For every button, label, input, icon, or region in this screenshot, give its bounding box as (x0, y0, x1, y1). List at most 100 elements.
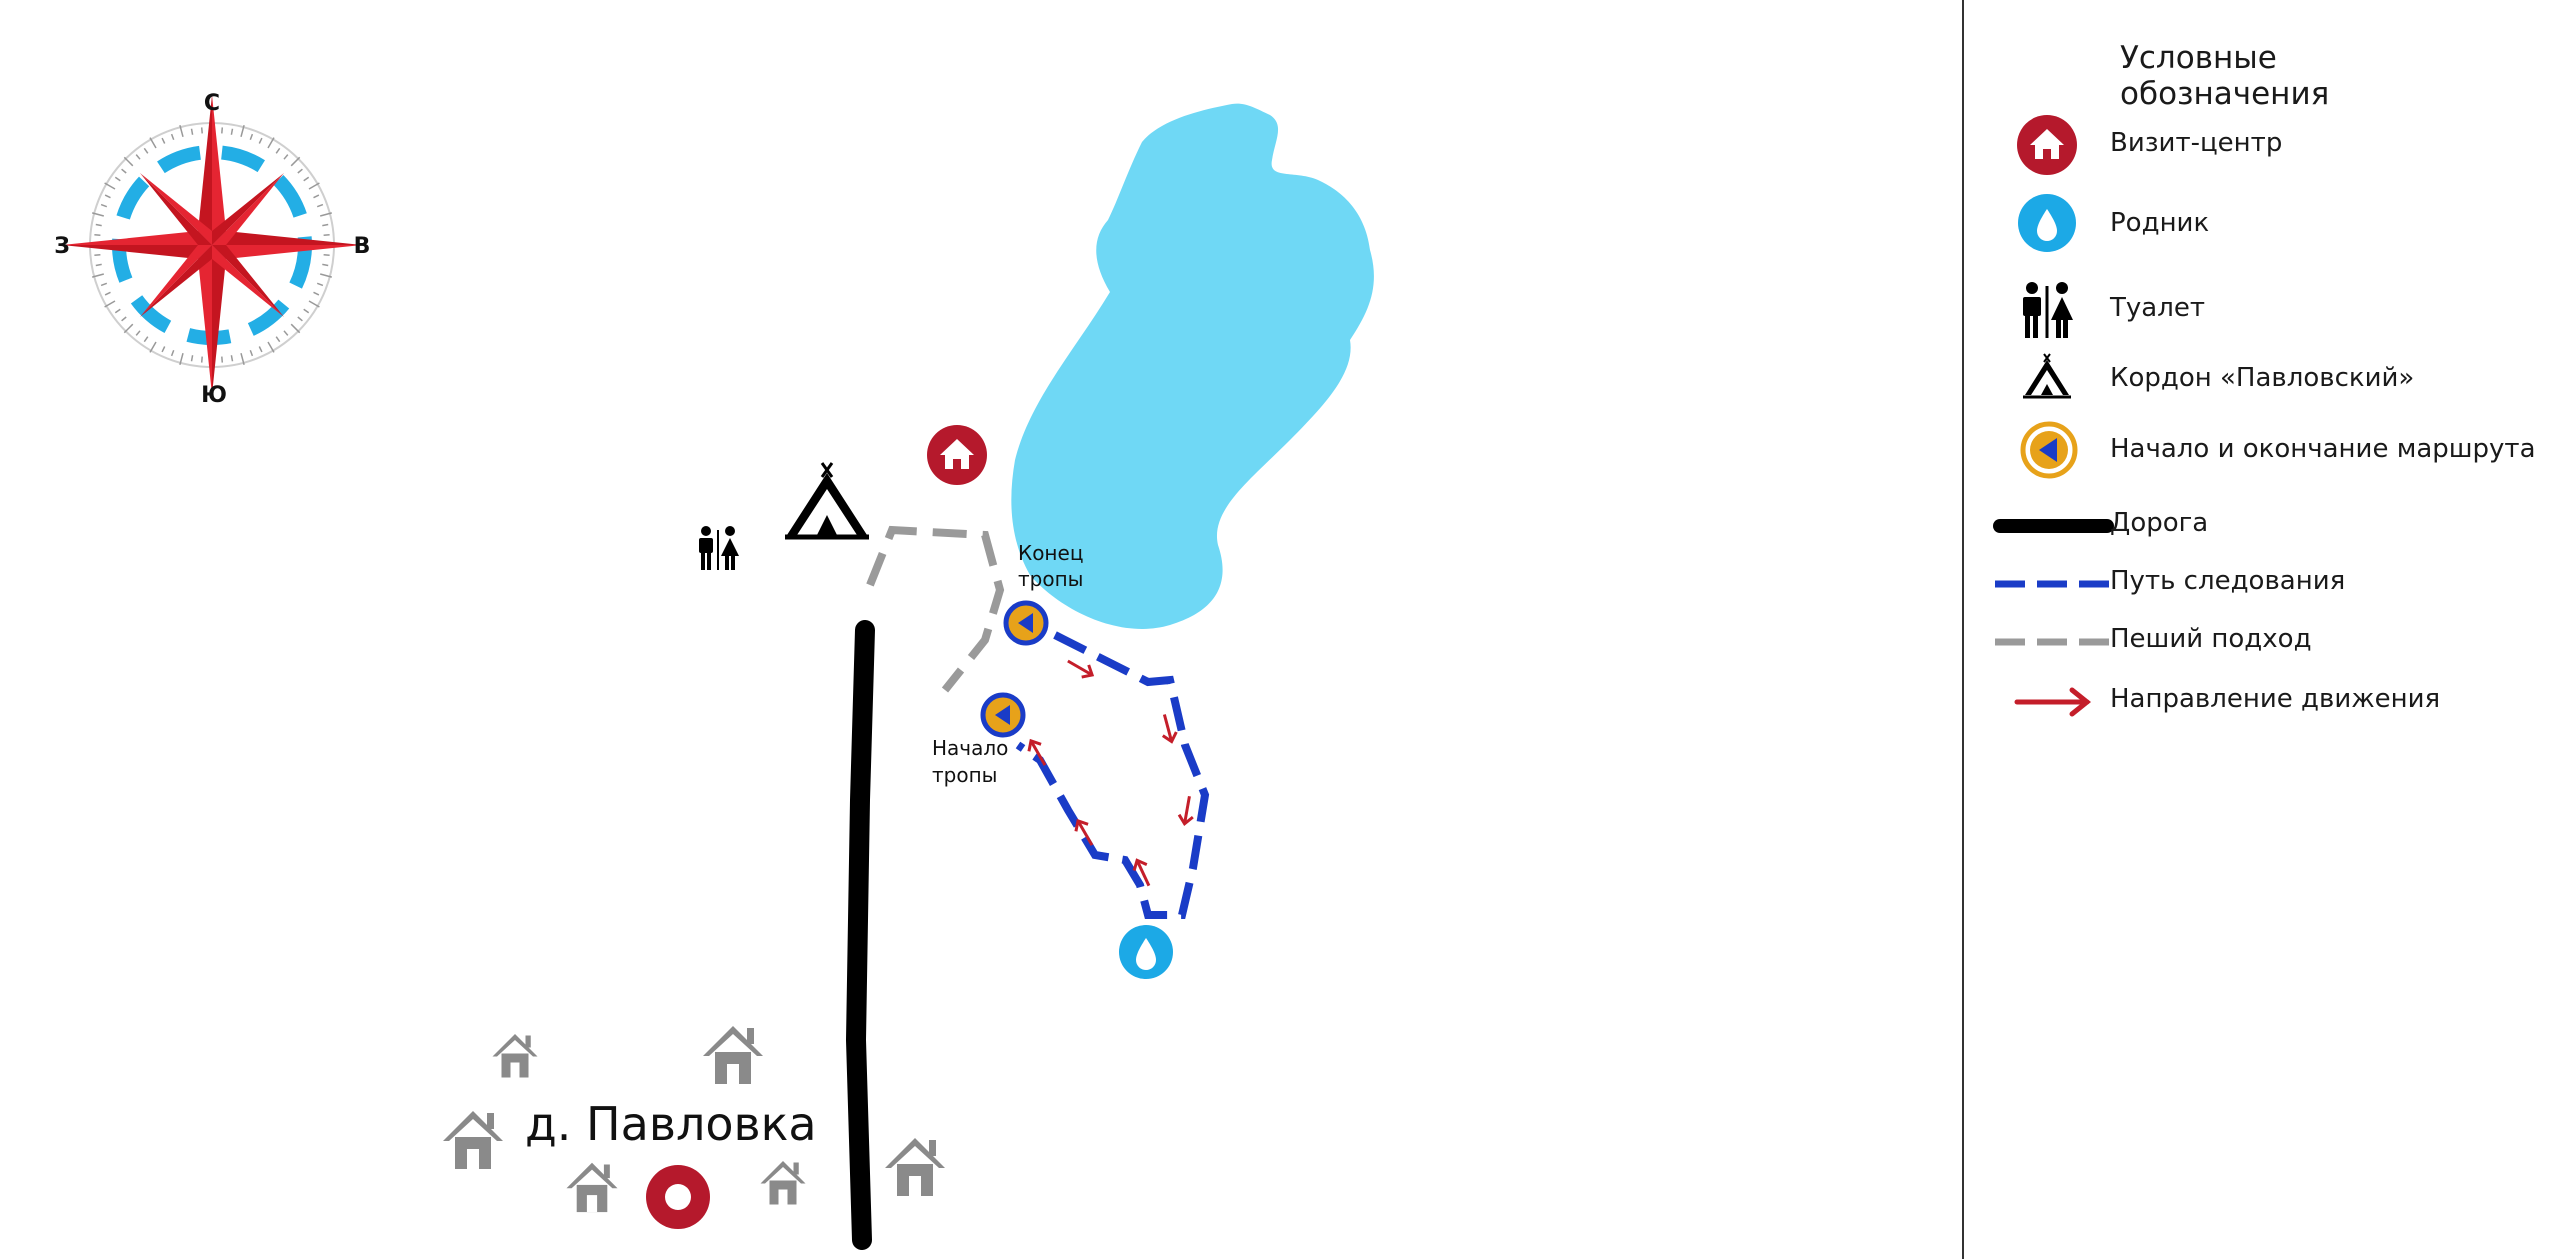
trail-end-label-line2: тропы (1018, 567, 1083, 591)
compass-tick (322, 223, 329, 227)
compass-north-label: С (204, 91, 220, 116)
walking-approach-path (866, 525, 1005, 693)
compass-tick (320, 273, 332, 278)
compass-tick (308, 300, 320, 308)
compass-tick (92, 273, 104, 278)
compass-tick (258, 137, 263, 144)
trail-start-marker (980, 692, 1026, 738)
compass-tick (161, 346, 166, 353)
compass-tick (323, 254, 330, 257)
visit-center-icon (927, 425, 987, 485)
compass-tick (290, 156, 301, 167)
compass-tick (283, 154, 289, 160)
legend-label-direction: Направление движения (2110, 684, 2441, 714)
compass-tick (143, 336, 149, 343)
compass-tick (123, 323, 134, 334)
compass-tick (200, 356, 203, 363)
compass-tick (170, 349, 175, 357)
trail-start-label-line2: тропы (932, 763, 997, 787)
compass-tick (249, 349, 254, 357)
compass-tick (200, 127, 203, 134)
compass-tick (267, 137, 275, 149)
road (845, 620, 875, 1250)
legend-symbol-spring (2018, 194, 2076, 252)
legend-label-walking-approach: Пеший подход (2110, 624, 2312, 654)
compass-tick (149, 341, 157, 353)
compass-tick (121, 168, 127, 174)
lake (1011, 103, 1374, 629)
route-path (1015, 631, 1210, 919)
compass-star (62, 95, 362, 395)
compass-tick (316, 282, 324, 287)
compass-tick (114, 176, 121, 182)
house-icon (703, 1026, 763, 1084)
legend-title: Условные обозначения (2120, 40, 2330, 112)
compass-tick (149, 137, 157, 149)
legend-label-cordon: Кордон «Павловский» (2110, 363, 2415, 393)
compass-tick (290, 323, 301, 334)
compass-tick (179, 353, 184, 365)
compass-tick (190, 128, 194, 135)
compass-tick (104, 300, 116, 308)
compass-tick (267, 341, 275, 353)
compass-south-label: Ю (201, 383, 227, 408)
village-label: д. Павловка (525, 1097, 817, 1151)
house-icon (492, 1034, 538, 1078)
toilet-icon (699, 526, 739, 570)
compass-tick (104, 194, 111, 199)
village-houses (443, 1026, 945, 1213)
house-icon (566, 1162, 618, 1213)
compass-tick (297, 168, 303, 174)
compass-tick (240, 125, 245, 137)
compass-tick (94, 233, 101, 236)
compass-tick (143, 147, 149, 154)
compass-tick (104, 182, 116, 190)
compass-tick (135, 154, 141, 160)
compass-tick (308, 182, 320, 190)
compass-tick (179, 125, 184, 137)
compass-tick (221, 356, 224, 363)
compass-tick (297, 316, 303, 322)
cordon-tent-icon (785, 462, 869, 540)
compass-tick (100, 282, 108, 287)
compass-tick (313, 194, 320, 199)
compass-east-label: В (354, 234, 371, 259)
compass-tick (92, 212, 104, 217)
house-icon (885, 1138, 945, 1196)
compass-tick (94, 254, 101, 257)
compass-tick (275, 336, 281, 343)
compass-tick (100, 203, 108, 208)
compass-west-label: З (54, 234, 70, 259)
compass-tick (249, 133, 254, 141)
legend-symbol-visit-center (2017, 115, 2077, 175)
compass-tick (104, 291, 111, 296)
compass-tick (275, 147, 281, 154)
compass-tick (161, 137, 166, 144)
legend-label-start-end: Начало и окончание маршрута (2110, 434, 2536, 464)
compass-tick (240, 353, 245, 365)
spring-icon (1119, 925, 1173, 979)
compass-rose: С Ю З В (54, 91, 370, 408)
legend-label-route: Путь следования (2110, 566, 2346, 596)
legend-symbol-toilet (2023, 282, 2073, 338)
legend-label-spring: Родник (2110, 208, 2210, 238)
legend-symbol-start-marker (2020, 421, 2078, 479)
compass-tick (95, 263, 102, 267)
legend-symbol-tent (2023, 353, 2071, 399)
compass-tick (190, 355, 194, 362)
compass-tick (303, 308, 310, 314)
compass-tick (322, 263, 329, 267)
compass-tick (135, 330, 141, 336)
compass-tick (123, 156, 134, 167)
trail-end-label-line1: Конец (1018, 541, 1083, 565)
compass-tick (303, 176, 310, 182)
compass-tick (320, 212, 332, 217)
compass-tick (114, 308, 121, 314)
compass-tick (230, 355, 234, 362)
compass-tick (121, 316, 127, 322)
direction-arrows (1027, 659, 1194, 887)
compass-tick (230, 128, 234, 135)
trail-end-marker (1003, 600, 1049, 646)
house-icon (443, 1111, 503, 1169)
